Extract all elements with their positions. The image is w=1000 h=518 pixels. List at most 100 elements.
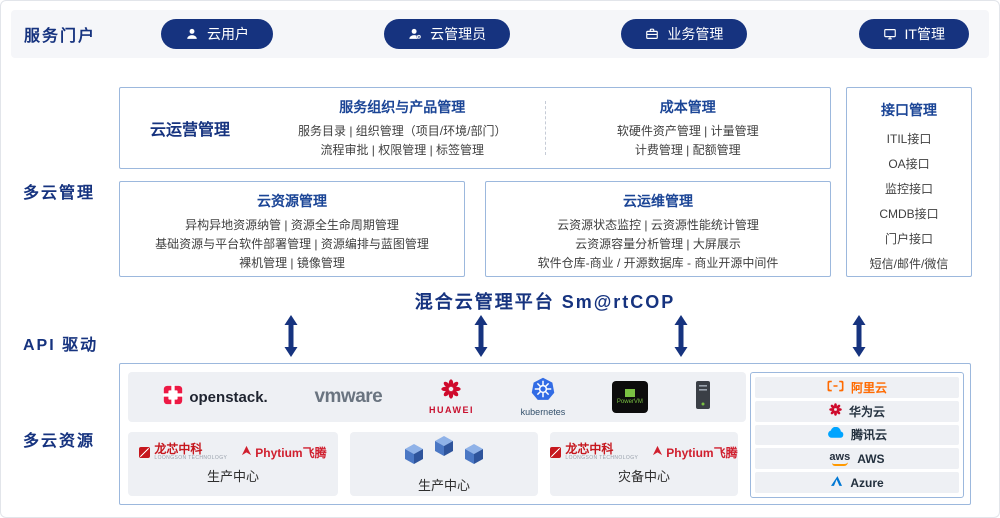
cloud-row-alibaba: 阿里云 bbox=[755, 377, 959, 398]
portal-pill-label: 云管理员 bbox=[430, 26, 487, 42]
cube-row bbox=[404, 435, 484, 470]
section-label-multicloud-mgmt: 多云管理 bbox=[23, 185, 96, 202]
huawei-flower-icon bbox=[441, 379, 462, 404]
aws-smile-icon bbox=[831, 462, 848, 466]
interface-mgmt-box: 接口管理 ITIL接口 OA接口 监控接口 CMDB接口 门户接口 短信/邮件/… bbox=[846, 87, 972, 277]
datacenter-name: 灾备中心 bbox=[617, 469, 670, 484]
cube-icon bbox=[434, 435, 454, 462]
interface-item: CMDB接口 bbox=[879, 207, 939, 221]
monitor-icon bbox=[883, 27, 897, 41]
bidirectional-arrow-icon bbox=[474, 315, 488, 357]
kubernetes-label: kubernetes bbox=[520, 407, 566, 417]
loongson-label: 龙芯中科 bbox=[154, 442, 203, 456]
portal-pill-cloud-user[interactable]: 云用户 bbox=[161, 19, 273, 49]
datacenter-name: 生产中心 bbox=[206, 469, 259, 484]
bidirectional-arrow-icon bbox=[674, 315, 688, 357]
loongson-label: 龙芯中科 bbox=[565, 442, 614, 456]
cloud-resource-line: 异构异地资源纳管 | 资源全生命周期管理 bbox=[185, 218, 399, 232]
tech-logo-row: openstack. vmware HUAWEI kubernetes Powe… bbox=[128, 372, 746, 422]
datacenter-name: 生产中心 bbox=[417, 477, 470, 493]
datacenter-disaster-recovery: 龙芯中科 LOONGSON TECHNOLOGY Phytium飞腾 灾备中心 bbox=[550, 432, 738, 496]
cloud-name: Azure bbox=[850, 475, 884, 490]
phytium-icon bbox=[241, 443, 252, 461]
loongson-logo: 龙芯中科 LOONGSON TECHNOLOGY bbox=[139, 443, 227, 461]
aws-icon: aws bbox=[829, 450, 851, 466]
cloud-row-azure: Azure bbox=[755, 472, 959, 493]
admin-user-icon bbox=[408, 27, 422, 41]
service-org-line: 服务目录 | 组织管理（项目/环境/部门） bbox=[298, 123, 507, 138]
portal-pill-business-mgmt[interactable]: 业务管理 bbox=[621, 19, 748, 49]
loongson-icon bbox=[139, 446, 151, 458]
cost-mgmt-line: 计费管理 | 配额管理 bbox=[634, 142, 741, 157]
cloud-name: 阿里云 bbox=[850, 380, 887, 395]
loongson-icon bbox=[550, 446, 562, 458]
cloud-name: AWS bbox=[857, 451, 885, 466]
phytium-label: Phytium飞腾 bbox=[666, 445, 738, 460]
loongson-logo: 龙芯中科 LOONGSON TECHNOLOGY bbox=[550, 443, 638, 461]
cost-mgmt-title: 成本管理 bbox=[659, 98, 716, 115]
portal-pill-label: IT管理 bbox=[904, 26, 945, 42]
vendor-row: 龙芯中科 LOONGSON TECHNOLOGY Phytium飞腾 bbox=[139, 443, 327, 461]
cloud-row-tencent: 腾讯云 bbox=[755, 424, 959, 446]
powervm-icon bbox=[624, 389, 635, 397]
powervm-logo: PowerVM bbox=[611, 381, 648, 413]
service-org-column: 服务组织与产品管理 服务目录 | 组织管理（项目/环境/部门） 流程审批 | 权… bbox=[260, 97, 545, 160]
server-tower-icon bbox=[695, 379, 711, 416]
huawei-logo: HUAWEI bbox=[429, 379, 474, 415]
cloud-resource-line: 基础资源与平台软件部署管理 | 资源编排与蓝图管理 bbox=[155, 237, 429, 251]
interface-item: ITIL接口 bbox=[886, 132, 932, 146]
cloud-operation-title: 云运营管理 bbox=[149, 122, 230, 139]
datacenter-production-1: 龙芯中科 LOONGSON TECHNOLOGY Phytium飞腾 生产中心 bbox=[128, 432, 338, 496]
cloud-operation-mgmt-box: 云运营管理 服务组织与产品管理 服务目录 | 组织管理（项目/环境/部门） 流程… bbox=[119, 87, 831, 169]
cost-mgmt-line: 软硬件资产管理 | 计量管理 bbox=[616, 123, 759, 138]
powervm-label: PowerVM bbox=[616, 399, 643, 405]
portal-pill-label: 云用户 bbox=[207, 26, 249, 42]
portal-pill-label: 业务管理 bbox=[667, 26, 724, 42]
cloud-name: 华为云 bbox=[848, 404, 885, 419]
portal-pill-row: 云用户 云管理员 业务管理 IT管理 bbox=[161, 19, 989, 49]
section-label-service-portal: 服务门户 bbox=[24, 28, 97, 45]
public-cloud-column: 阿里云 华为云 腾讯云 aws AWS bbox=[750, 372, 964, 498]
cloud-ops-title: 云运维管理 bbox=[623, 193, 693, 209]
interface-item: 短信/邮件/微信 bbox=[869, 257, 949, 271]
cost-mgmt-column: 成本管理 软硬件资产管理 | 计量管理 计费管理 | 配额管理 bbox=[546, 97, 831, 160]
section-label-multicloud-resources: 多云资源 bbox=[23, 433, 96, 450]
multicloud-resources-box: openstack. vmware HUAWEI kubernetes Powe… bbox=[119, 363, 971, 505]
cloud-name: 腾讯云 bbox=[850, 428, 887, 443]
huawei-label: HUAWEI bbox=[428, 405, 474, 415]
cloud-resource-title: 云资源管理 bbox=[257, 193, 327, 209]
kubernetes-helm-icon bbox=[531, 377, 555, 406]
portal-pill-it-mgmt[interactable]: IT管理 bbox=[858, 19, 969, 49]
alibaba-cloud-icon bbox=[827, 380, 844, 395]
interface-item: 监控接口 bbox=[884, 182, 933, 196]
phytium-logo: Phytium飞腾 bbox=[241, 443, 327, 461]
huawei-flower-icon bbox=[829, 403, 842, 419]
cloud-row-aws: aws AWS bbox=[755, 448, 959, 470]
cube-icon bbox=[464, 443, 484, 470]
kubernetes-logo: kubernetes bbox=[520, 377, 566, 417]
briefcase-icon bbox=[645, 27, 659, 41]
service-portal-band: 服务门户 云用户 云管理员 业务管理 bbox=[11, 10, 989, 58]
cloud-ops-line: 软件仓库-商业 / 开源数据库 - 商业开源中间件 bbox=[537, 256, 779, 270]
service-org-line: 流程审批 | 权限管理 | 标签管理 bbox=[320, 142, 485, 157]
cloud-ops-mgmt-box: 云运维管理 云资源状态监控 | 云资源性能统计管理 云资源容量分析管理 | 大屏… bbox=[485, 181, 831, 277]
bidirectional-arrow-icon bbox=[852, 315, 866, 357]
cloud-ops-line: 云资源容量分析管理 | 大屏展示 bbox=[575, 237, 741, 251]
cloud-ops-line: 云资源状态监控 | 云资源性能统计管理 bbox=[557, 218, 759, 232]
section-label-api-driven: API 驱动 bbox=[23, 337, 99, 354]
portal-pill-cloud-admin[interactable]: 云管理员 bbox=[384, 19, 511, 49]
tencent-cloud-icon bbox=[827, 427, 844, 442]
dashed-divider bbox=[544, 101, 546, 155]
platform-title: 混合云管理平台 Sm@rtCOP bbox=[414, 292, 676, 312]
loongson-sublabel: LOONGSON TECHNOLOGY bbox=[565, 455, 639, 461]
aws-logo-text: aws bbox=[829, 450, 851, 463]
openstack-icon bbox=[163, 384, 184, 410]
cloud-resource-mgmt-box: 云资源管理 异构异地资源纳管 | 资源全生命周期管理 基础资源与平台软件部署管理… bbox=[119, 181, 465, 277]
datacenter-production-2: 生产中心 bbox=[350, 432, 538, 496]
user-icon bbox=[185, 27, 199, 41]
vmware-logo: vmware bbox=[314, 386, 383, 407]
openstack-label: openstack. bbox=[189, 388, 268, 406]
bidirectional-arrow-icon bbox=[284, 315, 298, 357]
loongson-sublabel: LOONGSON TECHNOLOGY bbox=[154, 455, 228, 461]
